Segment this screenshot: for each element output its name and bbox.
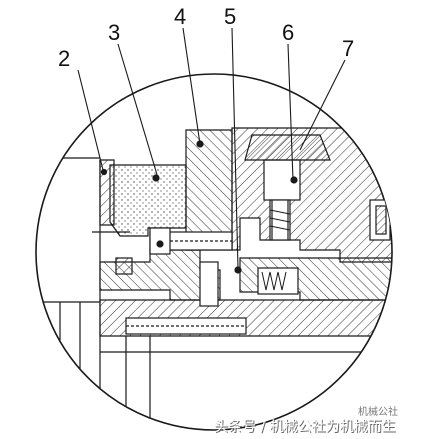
watermark-text: 头条号 / 机械公社为机械而生 (214, 418, 396, 435)
callout-3: 3 (108, 20, 120, 45)
part-3-block (109, 164, 187, 237)
leader-4 (182, 27, 201, 145)
leader-2 (77, 69, 104, 171)
callout-6: 6 (282, 20, 294, 45)
callout-4: 4 (174, 4, 186, 29)
callout-5: 5 (224, 4, 236, 29)
part-7-cap (244, 134, 331, 161)
leader-5 (231, 27, 239, 269)
leader-6 (287, 43, 294, 181)
leader-7 (299, 59, 346, 151)
corner-watermark: 机械公社 (358, 405, 398, 418)
callout-7: 7 (342, 36, 354, 61)
leader-3 (117, 43, 159, 179)
callout-2: 2 (58, 46, 70, 71)
watermark-shadow: 头条号 / 机械公社为机械而生 (215, 419, 397, 436)
